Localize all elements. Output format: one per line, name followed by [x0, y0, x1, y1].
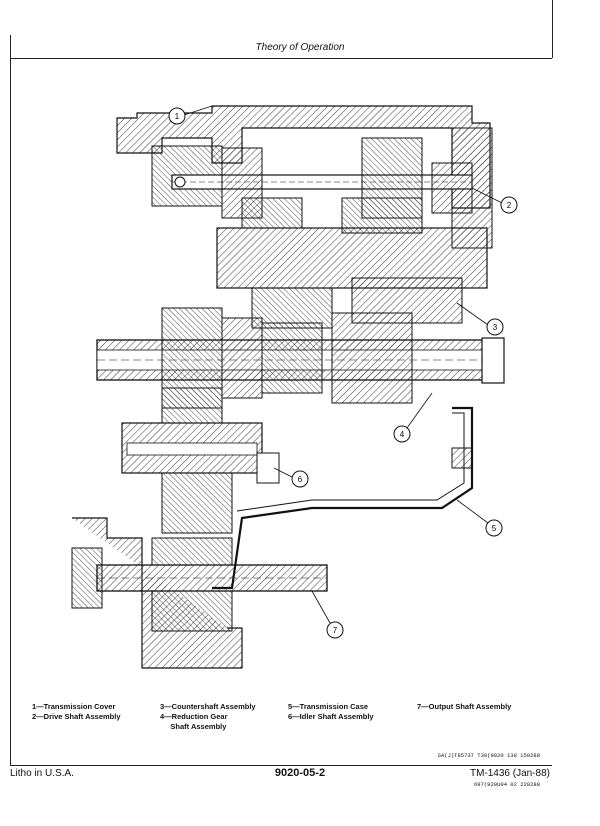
legend-column-3: 5—Transmission Case 6—Idler Shaft Assemb… [288, 702, 374, 722]
footer-manual-id: TM-1436 (Jan-88) [469, 768, 550, 779]
right-rule [552, 0, 553, 58]
svg-text:2: 2 [507, 201, 512, 210]
figure-legend: 1—Transmission Cover 2—Drive Shaft Assem… [32, 702, 552, 750]
footer-code: 697(920U04 02 220288 [473, 781, 540, 788]
svg-text:4: 4 [400, 430, 405, 439]
svg-text:6: 6 [298, 475, 303, 484]
legend-column-1: 1—Transmission Cover 2—Drive Shaft Assem… [32, 702, 121, 722]
transmission-cross-section-diagram: 1 2 3 4 5 6 7 [12, 68, 552, 698]
callout-3: 3 [456, 302, 504, 336]
header-divider [10, 58, 552, 59]
reduction-gear-shaft [121, 387, 280, 534]
footer-print-location: Litho in U.S.A. [10, 768, 74, 779]
legend-item: 6—Idler Shaft Assembly [288, 712, 374, 721]
page-header-title: Theory of Operation [255, 42, 345, 53]
callout-5: 5 [456, 499, 503, 537]
footer-divider [10, 765, 552, 766]
legend-column-4: 7—Output Shaft Assembly [417, 702, 511, 712]
countershaft-assembly [216, 197, 488, 329]
legend-item: 2—Drive Shaft Assembly [32, 712, 121, 721]
callout-6: 6 [273, 467, 309, 488]
legend-item: Shaft Assembly [160, 722, 227, 731]
footer-page-number: 9020-05-2 [274, 767, 326, 779]
svg-text:3: 3 [493, 323, 498, 332]
svg-text:7: 7 [333, 626, 338, 635]
callout-7: 7 [311, 590, 344, 639]
svg-text:1: 1 [175, 112, 180, 121]
legend-column-2: 3—Countershaft Assembly 4—Reduction Gear… [160, 702, 256, 732]
callout-4: 4 [393, 392, 433, 443]
legend-item: 4—Reduction Gear [160, 712, 228, 721]
legend-item: 7—Output Shaft Assembly [417, 702, 512, 711]
legend-item: 3—Countershaft Assembly [160, 702, 256, 711]
main-shaft [96, 307, 505, 409]
output-shaft-assembly [71, 517, 328, 669]
legend-item: 5—Transmission Case [288, 702, 369, 711]
svg-text:5: 5 [492, 524, 497, 533]
figure-code: SA(J)T85737 T39(9020 138 150288 [437, 752, 540, 759]
legend-item: 1—Transmission Cover [32, 702, 116, 711]
callout-2: 2 [471, 187, 518, 214]
left-rule [10, 35, 11, 765]
callout-1: 1 [168, 105, 213, 125]
